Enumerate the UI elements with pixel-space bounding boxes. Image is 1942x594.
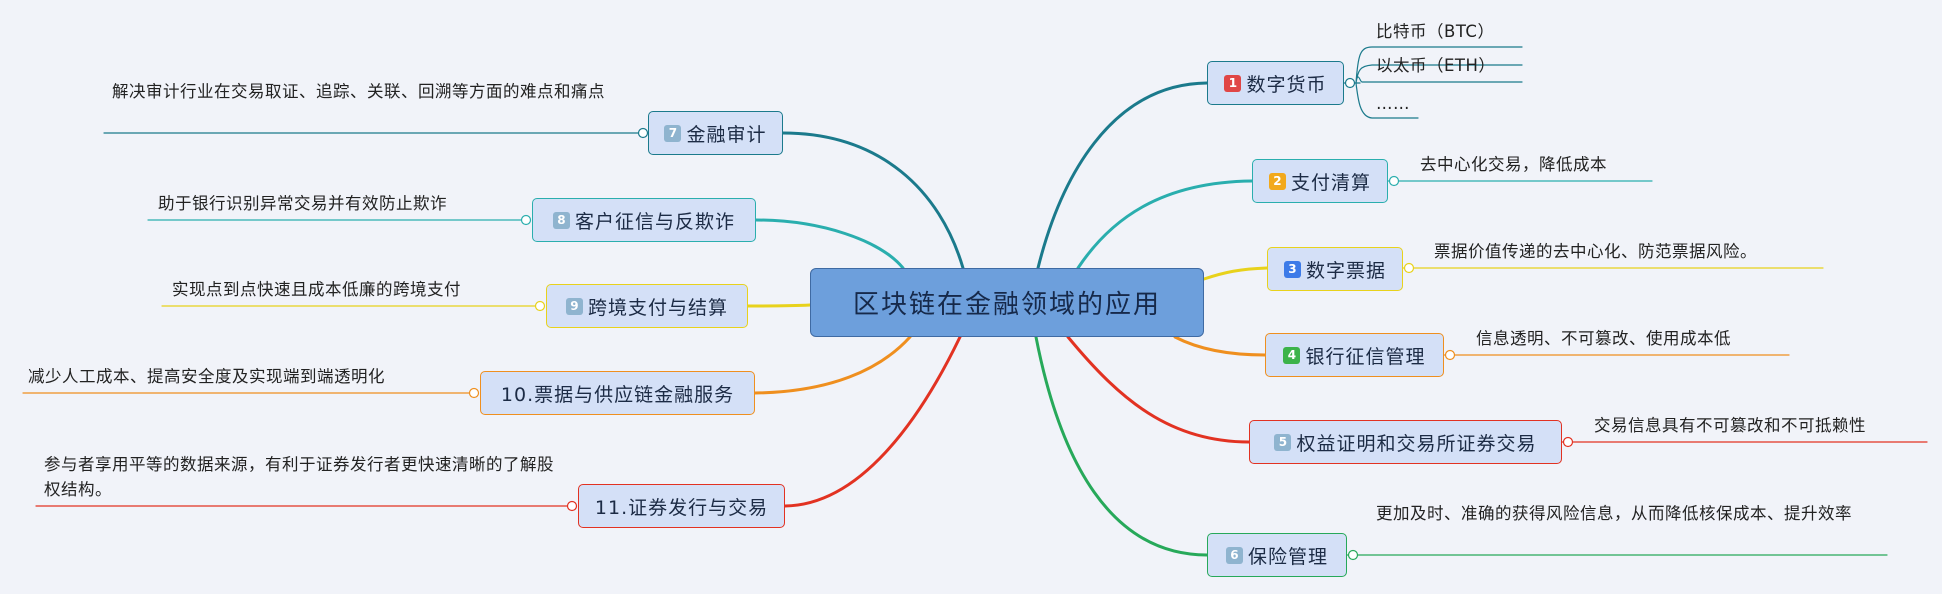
collapse-handle-9[interactable] [534, 300, 546, 312]
topic-supply-chain-finance[interactable]: 10.票据与供应链金融服务 [480, 371, 755, 415]
topic-label: 10.票据与供应链金融服务 [500, 383, 735, 406]
connector-1 [1036, 81, 1209, 270]
topic-digital-currency[interactable]: 1 数字货币 [1207, 61, 1344, 105]
detail-audit: 解决审计行业在交易取证、追踪、关联、回溯等方面的难点和痛点 [112, 82, 605, 101]
number-badge: 3 [1283, 260, 1301, 278]
detail-cross-border: 实现点到点快速且成本低廉的跨境支付 [172, 280, 461, 299]
detail-payment: 去中心化交易，降低成本 [1420, 155, 1607, 174]
collapse-handle-10[interactable] [468, 387, 480, 399]
central-topic[interactable]: 区块链在金融领域的应用 [810, 268, 1204, 337]
topic-label: 数字票据 [1305, 259, 1386, 282]
connector-10 [753, 335, 912, 395]
connector-11 [783, 335, 962, 508]
collapse-handle-2[interactable] [1388, 175, 1400, 187]
topic-bank-credit[interactable]: 4 银行征信管理 [1265, 333, 1444, 377]
topic-equity-securities[interactable]: 5 权益证明和交易所证券交易 [1249, 420, 1562, 464]
detail-more: …… [1376, 94, 1410, 113]
collapse-handle-4[interactable] [1444, 349, 1456, 361]
detail-bills: 票据价值传递的去中心化、防范票据风险。 [1434, 242, 1757, 261]
collapse-handle-7[interactable] [637, 127, 649, 139]
detail-supply-chain: 减少人工成本、提高安全度及实现端到端透明化 [28, 367, 385, 386]
topic-label: 银行征信管理 [1305, 345, 1426, 368]
collapse-handle-11[interactable] [566, 500, 578, 512]
number-badge: 5 [1274, 433, 1292, 451]
topic-insurance[interactable]: 6 保险管理 [1207, 533, 1347, 577]
topic-label: 数字货币 [1246, 73, 1327, 96]
topic-label: 金融审计 [686, 123, 767, 146]
connector-3 [1202, 266, 1269, 281]
detail-btc: 比特币（BTC） [1376, 22, 1495, 41]
topic-label: 支付清算 [1290, 171, 1371, 194]
topic-payment-clearing[interactable]: 2 支付清算 [1252, 159, 1388, 203]
collapse-handle-8[interactable] [520, 214, 532, 226]
topic-label: 客户征信与反欺诈 [574, 210, 735, 233]
topic-securities-issuance[interactable]: 11.证券发行与交易 [578, 484, 785, 528]
topic-digital-bills[interactable]: 3 数字票据 [1267, 247, 1403, 291]
number-badge: 4 [1283, 346, 1301, 364]
connector-7 [781, 131, 965, 270]
collapse-handle-5[interactable] [1562, 436, 1574, 448]
topic-label: 权益证明和交易所证券交易 [1296, 432, 1537, 455]
detail-antifraud: 助于银行识别异常交易并有效防止欺诈 [158, 194, 447, 213]
connector-6 [1034, 335, 1209, 557]
detail-securities: 参与者享用平等的数据来源，有利于证券发行者更快速清晰的了解股权结构。 [44, 455, 554, 499]
topic-label: 跨境支付与结算 [587, 296, 728, 319]
number-badge: 6 [1225, 546, 1243, 564]
connector-8 [754, 218, 905, 270]
number-badge: 9 [565, 297, 583, 315]
number-badge: 8 [552, 211, 570, 229]
topic-label: 11.证券发行与交易 [594, 496, 769, 519]
collapse-handle-6[interactable] [1347, 549, 1359, 561]
detail-eth: 以太币（ETH） [1376, 56, 1496, 75]
topic-cross-border-payment[interactable]: 9 跨境支付与结算 [546, 284, 748, 328]
detail-insurance: 更加及时、准确的获得风险信息，从而降低核保成本、提升效率 [1376, 504, 1852, 523]
connector-4 [1173, 335, 1267, 357]
number-badge: 1 [1224, 74, 1242, 92]
connector-2 [1076, 179, 1254, 270]
collapse-handle-3[interactable] [1403, 262, 1415, 274]
connector-9 [746, 303, 812, 308]
topic-financial-audit[interactable]: 7 金融审计 [648, 111, 783, 155]
collapse-handle-1[interactable] [1344, 77, 1356, 89]
number-badge: 7 [664, 124, 682, 142]
detail-equity: 交易信息具有不可篡改和不可抵赖性 [1594, 416, 1866, 435]
topic-label: 保险管理 [1247, 545, 1328, 568]
topic-customer-credit-antifraud[interactable]: 8 客户征信与反欺诈 [532, 198, 756, 242]
detail-bank-credit: 信息透明、不可篡改、使用成本低 [1476, 329, 1731, 348]
number-badge: 2 [1268, 172, 1286, 190]
connector-5 [1066, 335, 1251, 444]
